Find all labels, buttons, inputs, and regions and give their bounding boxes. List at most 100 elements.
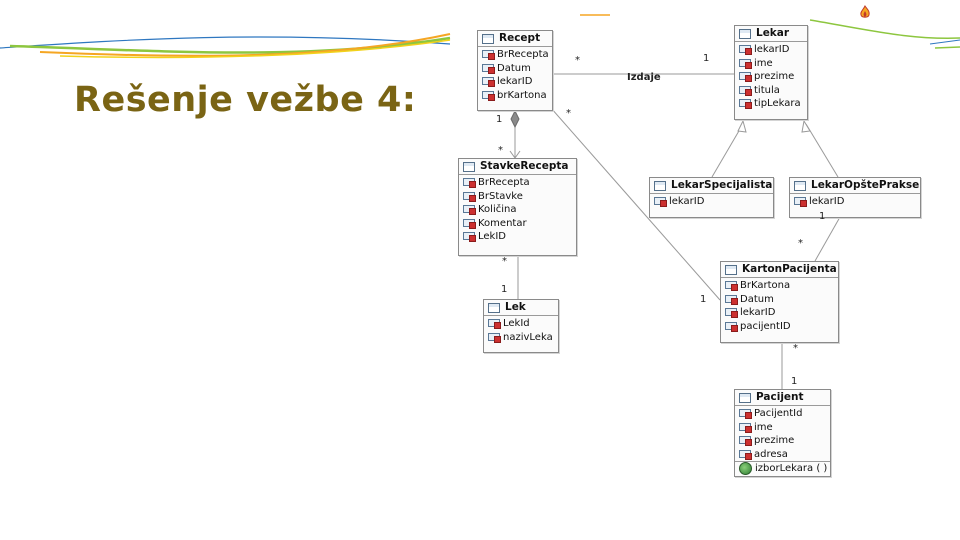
multiplicity: * — [502, 256, 507, 267]
decorative-swoosh — [0, 14, 960, 59]
attribute-icon — [739, 58, 752, 69]
multiplicity: 1 — [501, 284, 508, 295]
attribute-icon — [725, 281, 738, 292]
attribute-icon — [654, 197, 667, 208]
attribute-label: BrRecepta — [497, 49, 549, 60]
generalization-specijalista — [711, 123, 744, 178]
class-icon — [488, 302, 500, 313]
class-stavke-recepta[interactable]: StavkeRecepta BrRecepta BrStavke Količin… — [458, 158, 577, 256]
attribute-icon — [482, 50, 495, 61]
attribute-label: nazivLeka — [503, 331, 553, 343]
multiplicity: 1 — [819, 211, 826, 222]
attribute: tipLekara — [735, 97, 807, 111]
attribute-icon — [725, 321, 738, 332]
class-name: Pacijent — [756, 391, 804, 403]
attribute: lekarID — [478, 75, 552, 89]
class-icon — [463, 161, 475, 172]
class-icon — [482, 33, 494, 44]
flame-logo-icon — [860, 5, 870, 18]
attribute-label: PacijentId — [754, 408, 803, 419]
attribute: prezime — [735, 70, 807, 84]
association-opste-karton — [814, 216, 841, 262]
class-icon — [654, 180, 666, 191]
generalization-opste — [805, 123, 839, 178]
attribute-label: Datum — [497, 62, 531, 74]
class-icon — [739, 28, 751, 39]
class-icon — [739, 392, 751, 403]
class-recept[interactable]: Recept BrRecepta Datum lekarID brKartona — [477, 30, 553, 111]
attribute: ime — [735, 421, 830, 435]
class-name: Recept — [499, 32, 541, 44]
class-header: Lek — [484, 300, 558, 316]
attribute-label: BrKartona — [740, 280, 791, 291]
attribute-icon — [463, 191, 476, 202]
attribute-icon — [463, 205, 476, 216]
attribute-label: LekId — [503, 318, 530, 329]
multiplicity: * — [575, 55, 580, 66]
attribute-icon — [794, 197, 807, 208]
attribute: PacijentId — [735, 407, 830, 421]
attribute-label: Količina — [478, 204, 517, 215]
attribute: brKartona — [478, 89, 552, 103]
attribute-label: BrRecepta — [478, 177, 530, 188]
attribute-label: lekarID — [669, 196, 705, 207]
multiplicity: * — [498, 145, 503, 156]
attribute-icon — [739, 85, 752, 96]
class-name: Lek — [505, 301, 526, 313]
class-header: Lekar — [735, 26, 807, 42]
operation-label: izborLekara ( ) — [755, 463, 828, 474]
class-name: KartonPacijenta — [742, 263, 837, 275]
attribute-icon — [482, 63, 495, 74]
class-header: Pacijent — [735, 390, 830, 406]
class-header: StavkeRecepta — [459, 159, 576, 175]
attribute-icon — [463, 232, 476, 243]
class-header: Recept — [478, 31, 552, 47]
class-karton-pacijenta[interactable]: KartonPacijenta BrKartona Datum lekarID … — [720, 261, 839, 343]
class-header: LekarOpštePrakse — [790, 178, 920, 194]
multiplicity: 1 — [496, 114, 503, 125]
multiplicity: * — [566, 108, 571, 119]
class-name: LekarSpecijalista — [671, 179, 773, 191]
attribute: BrRecepta — [478, 48, 552, 62]
attribute: Datum — [721, 293, 838, 307]
attribute-icon — [463, 178, 476, 189]
attribute-icon — [725, 294, 738, 305]
attribute-icon — [725, 308, 738, 319]
attribute-label: lekarID — [740, 307, 776, 318]
class-header: KartonPacijenta — [721, 262, 838, 278]
attribute: lekarID — [721, 306, 838, 320]
class-lek[interactable]: Lek LekId nazivLeka — [483, 299, 559, 353]
attribute-icon — [739, 436, 752, 447]
class-name: LekarOpštePrakse — [811, 179, 920, 191]
attribute: LekId — [484, 317, 558, 331]
attribute: lekarID — [790, 195, 920, 209]
attribute: nazivLeka — [484, 331, 558, 345]
attribute-label: prezime — [754, 435, 795, 446]
class-lekar-opste-prakse[interactable]: LekarOpštePrakse lekarID — [789, 177, 921, 218]
class-lekar[interactable]: Lekar lekarID ime prezime titula tipLeka… — [734, 25, 808, 120]
attribute-icon — [739, 45, 752, 56]
attribute-label: Komentar — [478, 217, 527, 229]
attribute: Količina — [459, 203, 576, 217]
attribute: BrKartona — [721, 279, 838, 293]
class-icon — [794, 180, 806, 191]
attribute: BrStavke — [459, 190, 576, 204]
attribute-icon — [482, 90, 495, 101]
attribute-icon — [739, 422, 752, 433]
attribute: titula — [735, 84, 807, 98]
multiplicity: 1 — [791, 376, 798, 387]
attribute: LekID — [459, 230, 576, 244]
attribute-label: ime — [754, 57, 773, 69]
attribute: Datum — [478, 62, 552, 76]
attribute-label: brKartona — [497, 89, 547, 101]
class-pacijent[interactable]: Pacijent PacijentId ime prezime adresa i… — [734, 389, 831, 477]
attribute-label: lekarID — [754, 44, 790, 55]
class-lekar-specijalista[interactable]: LekarSpecijalista lekarID — [649, 177, 774, 218]
attribute-icon — [488, 332, 501, 343]
attribute: prezime — [735, 434, 830, 448]
operation-icon — [739, 462, 752, 476]
attribute-label: pacijentID — [740, 320, 791, 332]
attribute: Komentar — [459, 217, 576, 231]
multiplicity: 1 — [703, 53, 710, 64]
